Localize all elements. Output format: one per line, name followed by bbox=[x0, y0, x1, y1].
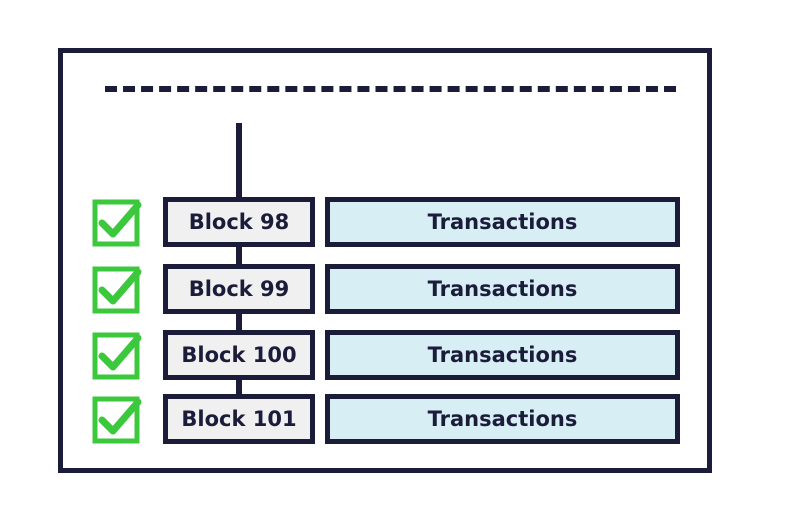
check-box-icon bbox=[92, 199, 142, 247]
dotted-separator bbox=[105, 86, 676, 92]
block-row: Block 100 Transactions bbox=[0, 330, 790, 382]
block-row: Block 101 Transactions bbox=[0, 394, 790, 446]
block-label: Block 98 bbox=[163, 197, 315, 247]
block-label: Block 100 bbox=[163, 330, 315, 380]
transactions-label: Transactions bbox=[325, 394, 680, 444]
block-label: Block 101 bbox=[163, 394, 315, 444]
block-row: Block 98 Transactions bbox=[0, 197, 790, 249]
transactions-label: Transactions bbox=[325, 330, 680, 380]
check-box-icon bbox=[92, 332, 142, 380]
block-label: Block 99 bbox=[163, 264, 315, 314]
check-box-icon bbox=[92, 266, 142, 314]
transactions-label: Transactions bbox=[325, 264, 680, 314]
check-box-icon bbox=[92, 396, 142, 444]
transactions-label: Transactions bbox=[325, 197, 680, 247]
block-row: Block 99 Transactions bbox=[0, 264, 790, 316]
